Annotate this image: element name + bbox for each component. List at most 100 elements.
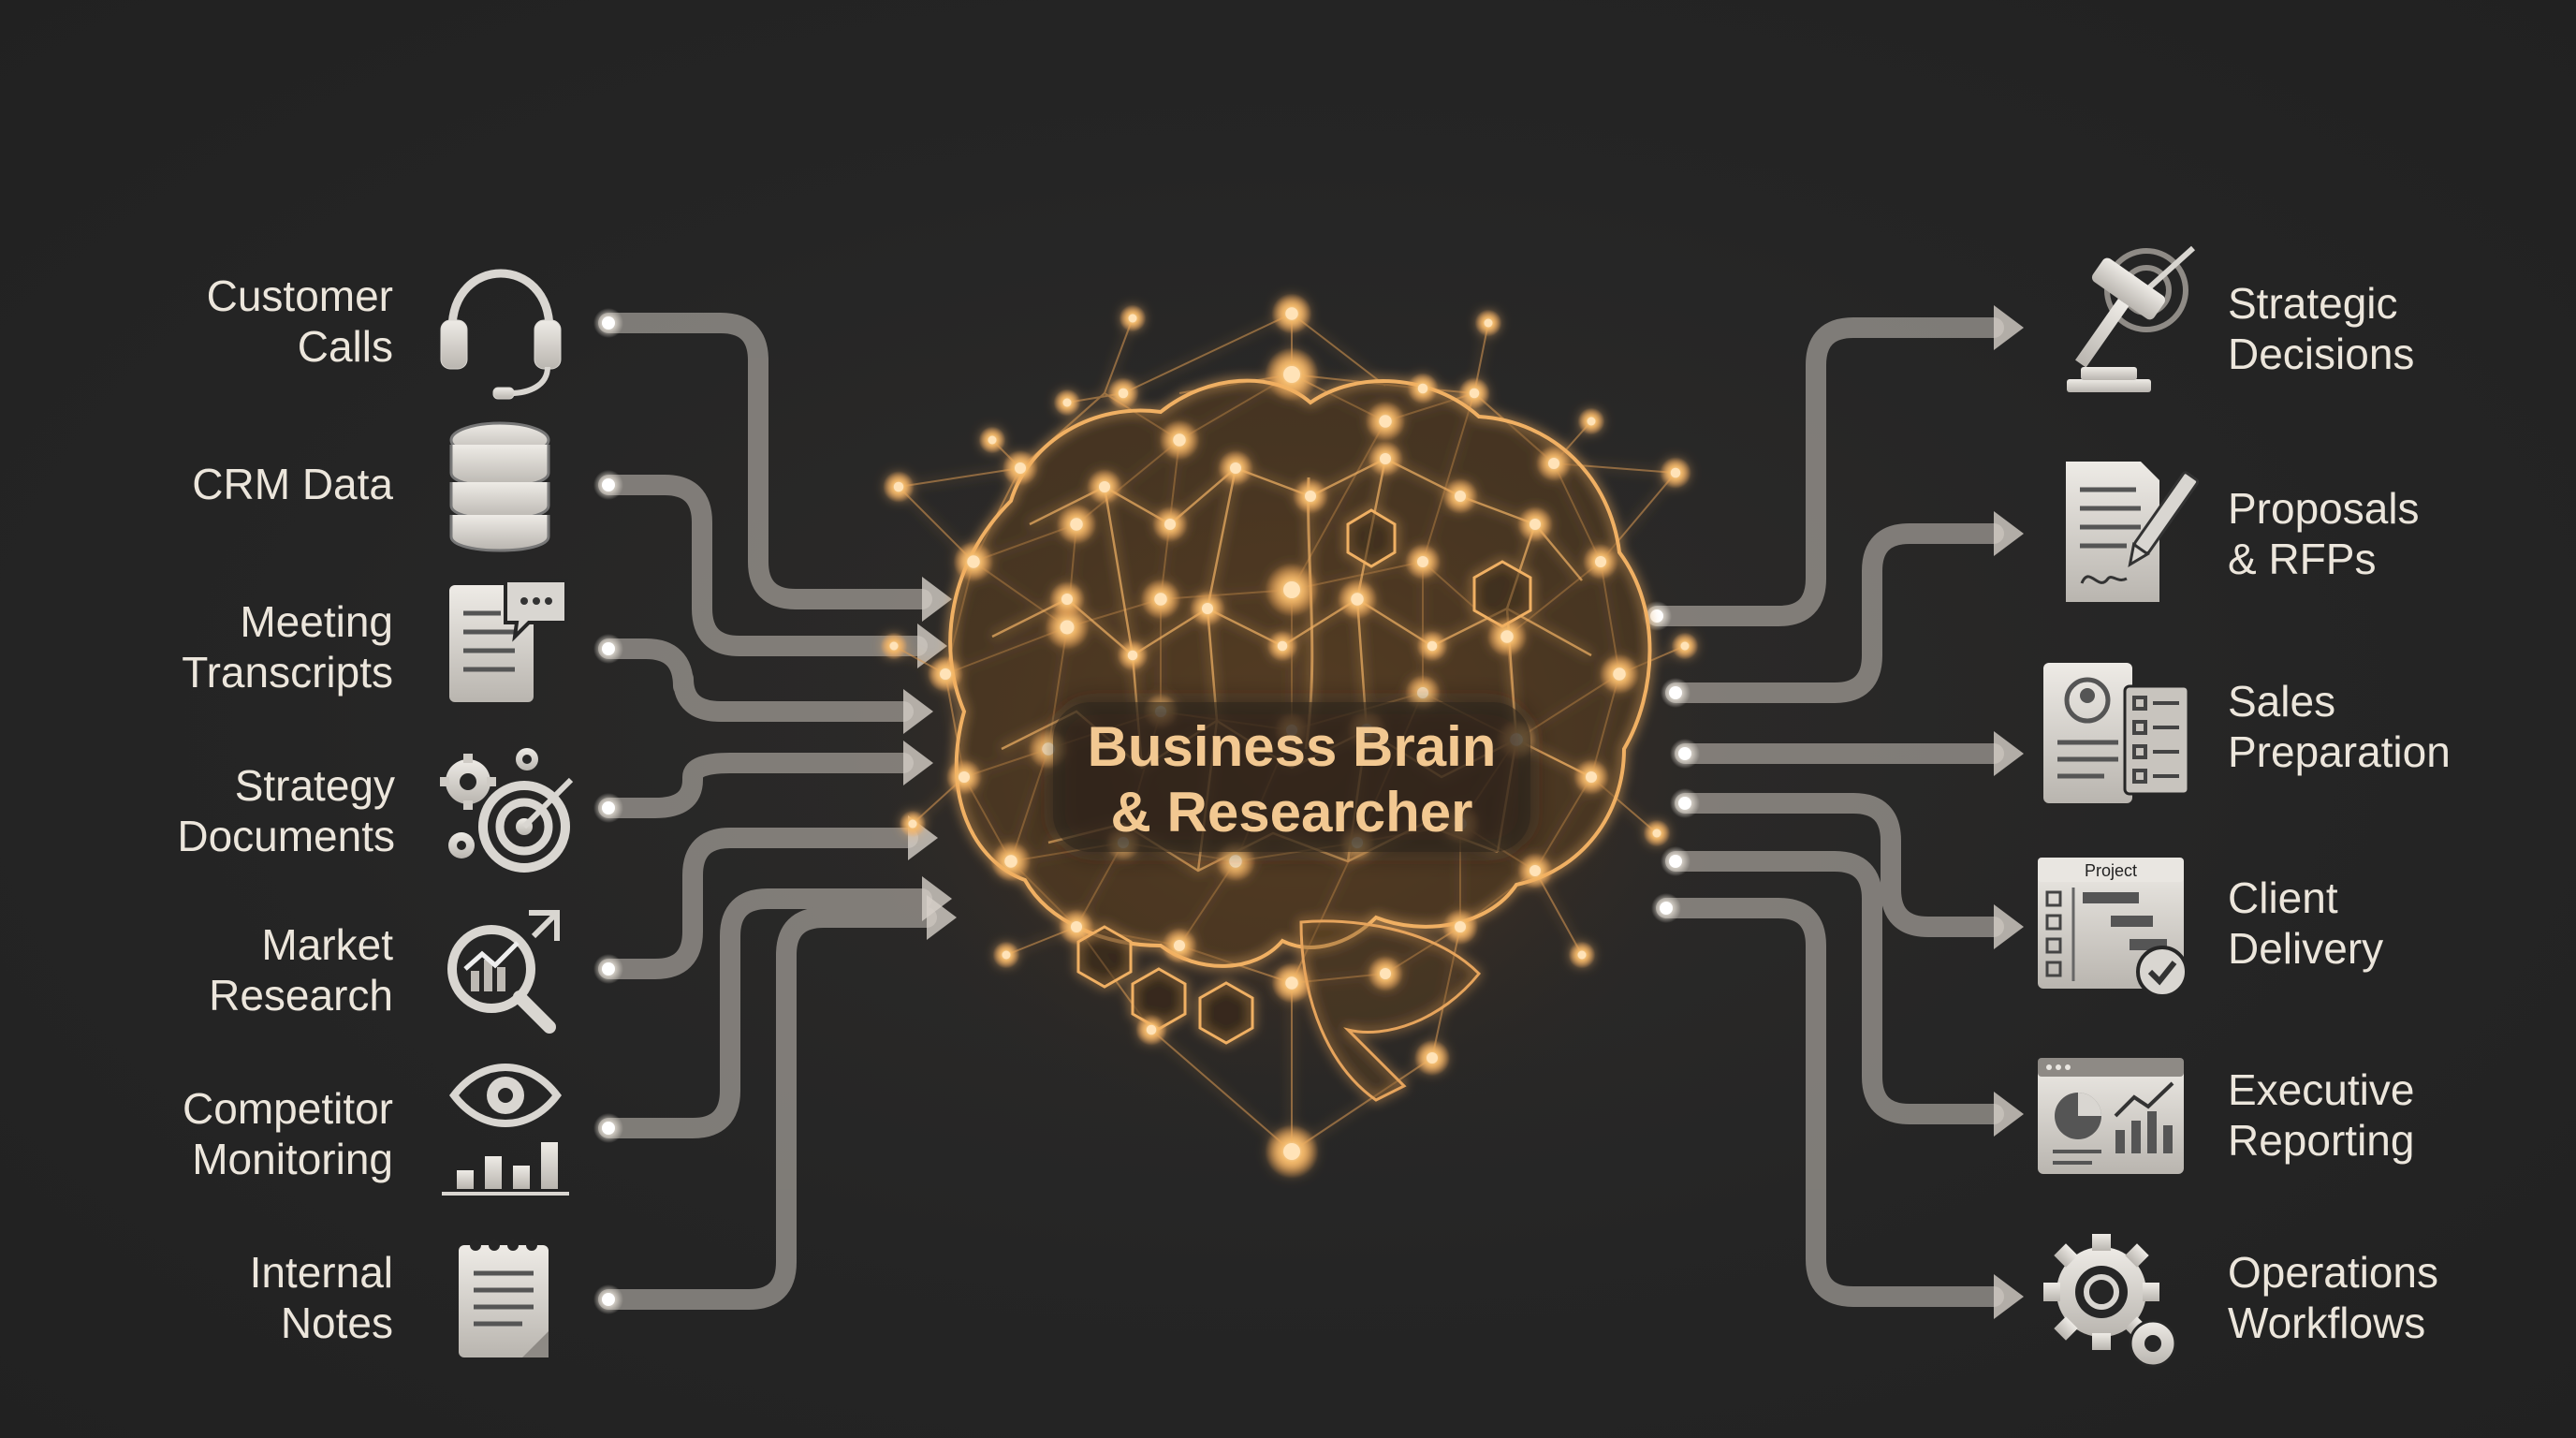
magnifier-chart-icon: [447, 910, 560, 1034]
brain-node: [1500, 630, 1514, 643]
brain-node: [988, 435, 997, 445]
input-label-line1: Competitor: [183, 1084, 393, 1133]
output-connector: [1665, 523, 2004, 703]
output-connector: [1647, 317, 2004, 626]
brain-node: [1586, 771, 1597, 783]
output-label-line1: Executive: [2228, 1065, 2415, 1114]
input-label-market-research: Market Research: [209, 919, 393, 1020]
brain-node: [1680, 641, 1690, 651]
input-connector: [598, 638, 914, 722]
brain-node: [1595, 556, 1606, 567]
brain-node: [1455, 491, 1466, 502]
brain-node: [1652, 829, 1661, 838]
notepad-icon: [459, 1240, 549, 1357]
output-label-line1: Proposals: [2228, 484, 2420, 533]
transcript-icon: [449, 579, 568, 702]
brain-node: [1128, 314, 1137, 323]
connector-start-core: [602, 962, 615, 976]
brain-node: [1164, 519, 1176, 530]
gears-target-icon: [440, 748, 574, 873]
arrowhead: [922, 577, 952, 622]
center-title: [1053, 702, 1530, 852]
brain-node: [1380, 453, 1391, 464]
output-label-line2: Preparation: [2228, 727, 2451, 776]
brain-node: [1283, 366, 1300, 383]
brain-node: [1613, 668, 1626, 681]
input-label-line2: Transcripts: [182, 648, 393, 697]
brain-node: [1229, 855, 1242, 868]
connector-start-core: [1678, 797, 1691, 810]
input-connector: [598, 888, 932, 1138]
project-badge-label: Project: [2085, 861, 2137, 880]
input-label-meeting-transcripts: Meeting Transcripts: [182, 596, 393, 697]
brain-node: [1484, 318, 1493, 328]
connector-start-core: [1669, 686, 1682, 699]
input-label-customer-calls: Customer Calls: [207, 271, 393, 372]
brain-node: [1070, 518, 1083, 531]
input-connectors: [598, 313, 937, 1310]
output-connector: [1656, 898, 2004, 1307]
input-label-line1: Market: [261, 920, 393, 969]
brain-node: [1062, 398, 1072, 407]
brain-node: [1417, 383, 1428, 394]
brain-node: [959, 771, 970, 783]
dashboard-icon: [2038, 1058, 2184, 1174]
output-label-line1: Client: [2228, 873, 2338, 922]
input-label-competitor-monitoring: Competitor Monitoring: [183, 1083, 393, 1184]
brain-node: [1127, 650, 1138, 661]
output-label-line1: Sales: [2228, 677, 2336, 726]
brain-node: [1146, 1024, 1157, 1035]
brain-node: [1002, 950, 1011, 960]
brain-node: [1427, 1052, 1438, 1064]
brain-node: [1351, 593, 1364, 606]
input-label-line1: Customer: [206, 271, 393, 320]
connector-start-core: [602, 1122, 615, 1135]
brain-node: [1004, 855, 1017, 868]
brain-node: [1380, 968, 1391, 979]
brain-node: [1118, 388, 1129, 399]
brain-node: [1417, 687, 1428, 698]
connector-start-core: [602, 316, 615, 330]
brain-node: [1230, 462, 1241, 474]
output-label-line2: Decisions: [2228, 330, 2415, 378]
project-board-icon: Project: [2038, 858, 2188, 998]
input-label-internal-notes: Internal Notes: [250, 1247, 393, 1348]
arrowhead: [1994, 1092, 2024, 1137]
output-label-line1: Operations: [2228, 1248, 2439, 1297]
output-label-line2: Reporting: [2228, 1116, 2415, 1165]
brain-node: [1099, 481, 1110, 492]
brain-node: [1427, 640, 1438, 652]
connector-start-core: [602, 1293, 615, 1306]
brain-node: [1015, 462, 1026, 474]
brain-node: [1548, 458, 1559, 469]
signed-document-icon: [2066, 462, 2200, 602]
brain-node: [1530, 865, 1541, 876]
arrowhead: [1994, 731, 2024, 776]
brain-node: [1670, 467, 1681, 478]
brain-node: [1379, 415, 1392, 428]
brain-node: [1455, 921, 1466, 932]
output-connector: [1665, 851, 2004, 1124]
output-label-line2: Workflows: [2228, 1299, 2426, 1347]
arrowhead: [1994, 904, 2024, 949]
brain-node: [1061, 594, 1073, 605]
input-label-line1: Strategy: [234, 761, 395, 810]
input-label-crm-data: CRM Data: [192, 459, 393, 509]
connector-start-core: [1650, 609, 1663, 623]
brain-node: [893, 481, 904, 492]
brain-node: [1042, 742, 1055, 756]
output-label-strategic-decisions: Strategic Decisions: [2228, 278, 2414, 379]
brain-node: [1587, 417, 1596, 426]
brain-node: [967, 555, 980, 568]
brain-node: [1277, 640, 1288, 652]
output-label-line2: & RFPs: [2228, 535, 2377, 583]
arrowhead: [927, 895, 957, 940]
input-connector: [598, 313, 932, 609]
brain-node: [1060, 620, 1075, 635]
connector-start-core: [1669, 855, 1682, 868]
output-label-proposals-rfps: Proposals & RFPs: [2228, 483, 2420, 584]
gavel-target-icon: [2067, 245, 2196, 392]
brain-node: [940, 668, 951, 680]
arrowhead: [903, 741, 933, 785]
